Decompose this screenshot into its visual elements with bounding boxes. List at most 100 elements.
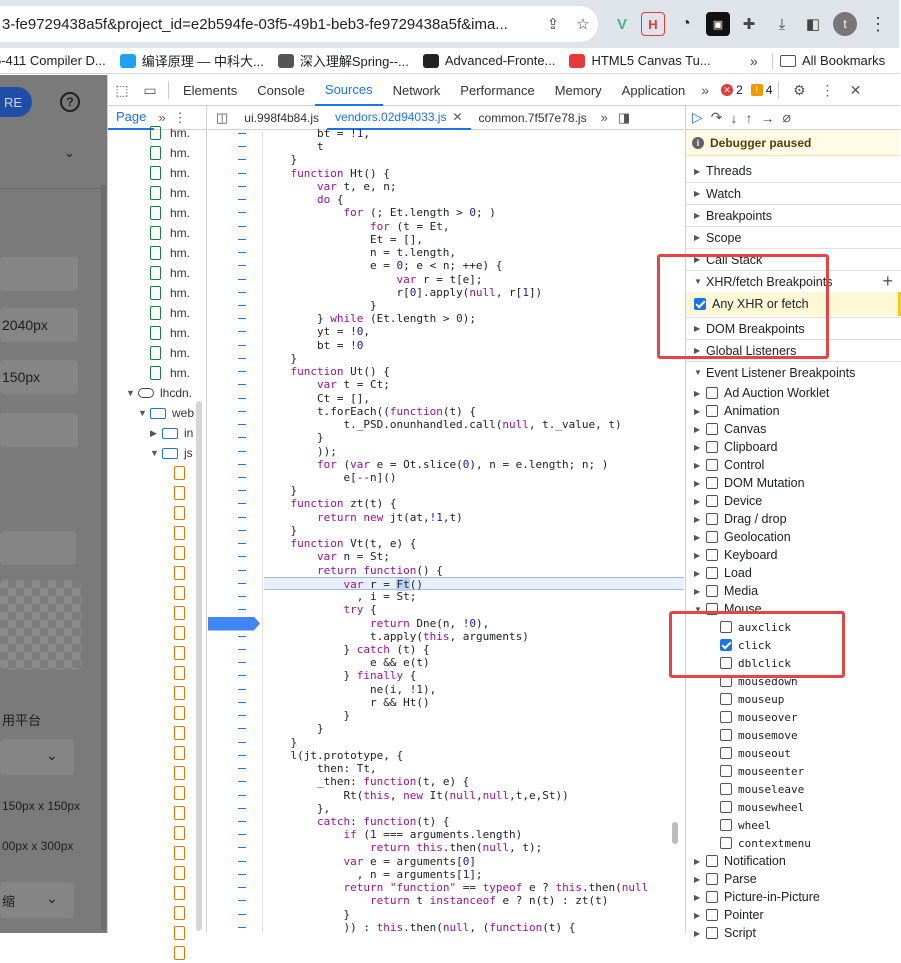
chevron-down-icon[interactable]: ⌄ — [64, 145, 75, 160]
xhr-any-checkbox-row[interactable]: Any XHR or fetch — [686, 292, 901, 316]
tree-file[interactable] — [174, 543, 194, 563]
tree-file[interactable] — [174, 523, 194, 543]
bookmark-item[interactable]: 编译原理 — 中科大... — [119, 51, 264, 70]
mouse-event-item[interactable]: mouseup — [720, 690, 784, 708]
tree-file[interactable] — [174, 923, 194, 943]
tab-sources[interactable]: Sources — [314, 75, 383, 106]
any-xhr-checkbox[interactable] — [694, 298, 706, 310]
close-devtools-icon[interactable]: ✕ — [849, 81, 862, 98]
bookmark-item[interactable]: 5-411 Compiler D... — [0, 53, 106, 68]
code-line[interactable]: } — [264, 352, 297, 365]
extension-h-icon[interactable]: H — [641, 12, 665, 36]
event-category-checkbox[interactable] — [706, 477, 718, 489]
code-line[interactable]: for (; Et.length > 0; ) — [264, 206, 495, 219]
tree-file[interactable]: hm. — [150, 343, 190, 363]
tree-file[interactable] — [174, 663, 194, 683]
section-event-listener-breakpoints[interactable]: ▼Event Listener Breakpoints — [686, 361, 901, 383]
editor-tab[interactable]: vendors.02d94033.js ✕ — [327, 105, 471, 130]
mouse-event-item[interactable]: mouseenter — [720, 762, 804, 780]
event-category-checkbox[interactable] — [706, 909, 718, 921]
code-line[interactable]: if (1 === arguments.length) — [264, 828, 522, 841]
tree-file[interactable] — [174, 703, 194, 723]
code-line[interactable]: } — [264, 299, 377, 312]
mouse-event-item[interactable]: mouseleave — [720, 780, 804, 798]
code-line[interactable]: var e = arguments[0] — [264, 855, 475, 868]
code-line[interactable]: then: Tt, — [264, 762, 377, 775]
code-line[interactable]: , n = arguments[1]; — [264, 868, 483, 881]
code-line[interactable]: return Dne(n, !0), — [264, 617, 489, 630]
browser-menu-icon[interactable]: ⋮ — [869, 13, 887, 34]
height-field[interactable] — [0, 360, 78, 394]
tree-file[interactable]: hm. — [150, 283, 190, 303]
more-tabs-icon[interactable]: » — [701, 82, 710, 98]
close-tab-icon[interactable]: ✕ — [452, 109, 463, 124]
code-line[interactable]: e[--n]() — [264, 471, 396, 484]
mouse-event-item[interactable]: mouseover — [720, 708, 798, 726]
code-line[interactable]: return t instanceof e ? n(t) : zt(t) — [264, 894, 608, 907]
section-dom-breakpoints[interactable]: ▶DOM Breakpoints — [686, 317, 901, 339]
section-threads[interactable]: ▶Threads — [686, 160, 901, 182]
event-category[interactable]: ▶Pointer — [686, 906, 901, 924]
mouse-event-item[interactable]: mouseout — [720, 744, 791, 762]
mouse-event-item[interactable]: auxclick — [720, 618, 791, 636]
mouse-event-checkbox[interactable] — [720, 801, 732, 813]
device-toolbar-icon[interactable]: ▭ — [143, 81, 157, 98]
tree-folder[interactable]: ▼web — [138, 403, 194, 423]
tree-file[interactable] — [174, 843, 194, 863]
tab-page[interactable]: Page — [108, 106, 155, 130]
input-field-empty-3[interactable] — [0, 531, 76, 565]
extension-c-icon[interactable]: ◔ — [681, 15, 691, 32]
event-category[interactable]: ▶DOM Mutation — [686, 474, 901, 492]
event-category-checkbox[interactable] — [706, 441, 718, 453]
tree-file[interactable]: hm. — [150, 223, 190, 243]
event-category-checkbox[interactable] — [706, 567, 718, 579]
tree-file[interactable] — [174, 763, 194, 783]
code-line[interactable]: } — [264, 908, 350, 921]
help-icon[interactable]: ? — [60, 92, 80, 112]
tree-file[interactable]: hm. — [150, 183, 190, 203]
event-category[interactable]: ▶Load — [686, 564, 901, 582]
code-line[interactable]: , i = St; — [264, 590, 417, 603]
tree-file[interactable]: hm. — [150, 323, 190, 343]
input-field-empty-2[interactable] — [0, 413, 78, 447]
code-line[interactable]: }, — [264, 802, 330, 815]
event-category[interactable]: ▶Notification — [686, 852, 901, 870]
code-line[interactable]: )); — [264, 445, 337, 458]
bookmarks-overflow-icon[interactable]: » — [750, 52, 758, 69]
event-category[interactable]: ▼Mouse — [686, 600, 901, 618]
share-icon[interactable]: ⇪ — [546, 16, 560, 33]
code-line[interactable]: n = t.length, — [264, 246, 456, 259]
code-line[interactable]: var r = t[e]; — [264, 273, 482, 286]
event-category-checkbox[interactable] — [706, 531, 718, 543]
code-line[interactable]: return "function" == typeof e ? this.the… — [264, 881, 648, 894]
input-field-empty[interactable] — [0, 257, 78, 291]
code-line[interactable]: } — [264, 153, 297, 166]
code-line[interactable]: t._PSD.onunhandled.call(null, t._value, … — [264, 418, 621, 431]
mouse-event-checkbox[interactable] — [720, 765, 732, 777]
mouse-event-checkbox[interactable] — [720, 639, 732, 651]
tree-file[interactable]: hm. — [150, 123, 190, 143]
tree-file[interactable] — [174, 483, 194, 503]
code-line[interactable]: bt = !1, — [264, 127, 370, 140]
tree-folder[interactable]: ▶in — [150, 423, 193, 443]
width-field[interactable] — [0, 308, 78, 342]
code-line[interactable]: do { — [264, 193, 344, 206]
tree-file[interactable] — [174, 503, 194, 523]
navigator-menu-icon[interactable]: ⋮ — [173, 109, 187, 125]
toggle-navigator-icon[interactable]: ◫ — [216, 109, 229, 125]
code-line[interactable]: ne(i, !1), — [264, 683, 436, 696]
tree-file[interactable] — [174, 743, 194, 763]
tree-file[interactable] — [174, 903, 194, 923]
tree-file[interactable]: hm. — [150, 263, 190, 283]
platform-select[interactable] — [0, 739, 74, 775]
mouse-event-item[interactable]: dblclick — [720, 654, 791, 672]
tab-elements[interactable]: Elements — [183, 82, 238, 98]
event-category[interactable]: ▶Drag / drop — [686, 510, 901, 528]
code-line[interactable]: } finally { — [264, 669, 416, 682]
extension-game-icon[interactable]: ▣ — [706, 12, 730, 36]
code-line[interactable]: return function() { — [264, 564, 443, 577]
tree-domain[interactable]: ▼lhcdn. — [126, 383, 192, 403]
more-navigator-tabs-icon[interactable]: » — [158, 110, 166, 125]
tree-file[interactable]: hm. — [150, 363, 190, 383]
event-category[interactable]: ▶Device — [686, 492, 901, 510]
